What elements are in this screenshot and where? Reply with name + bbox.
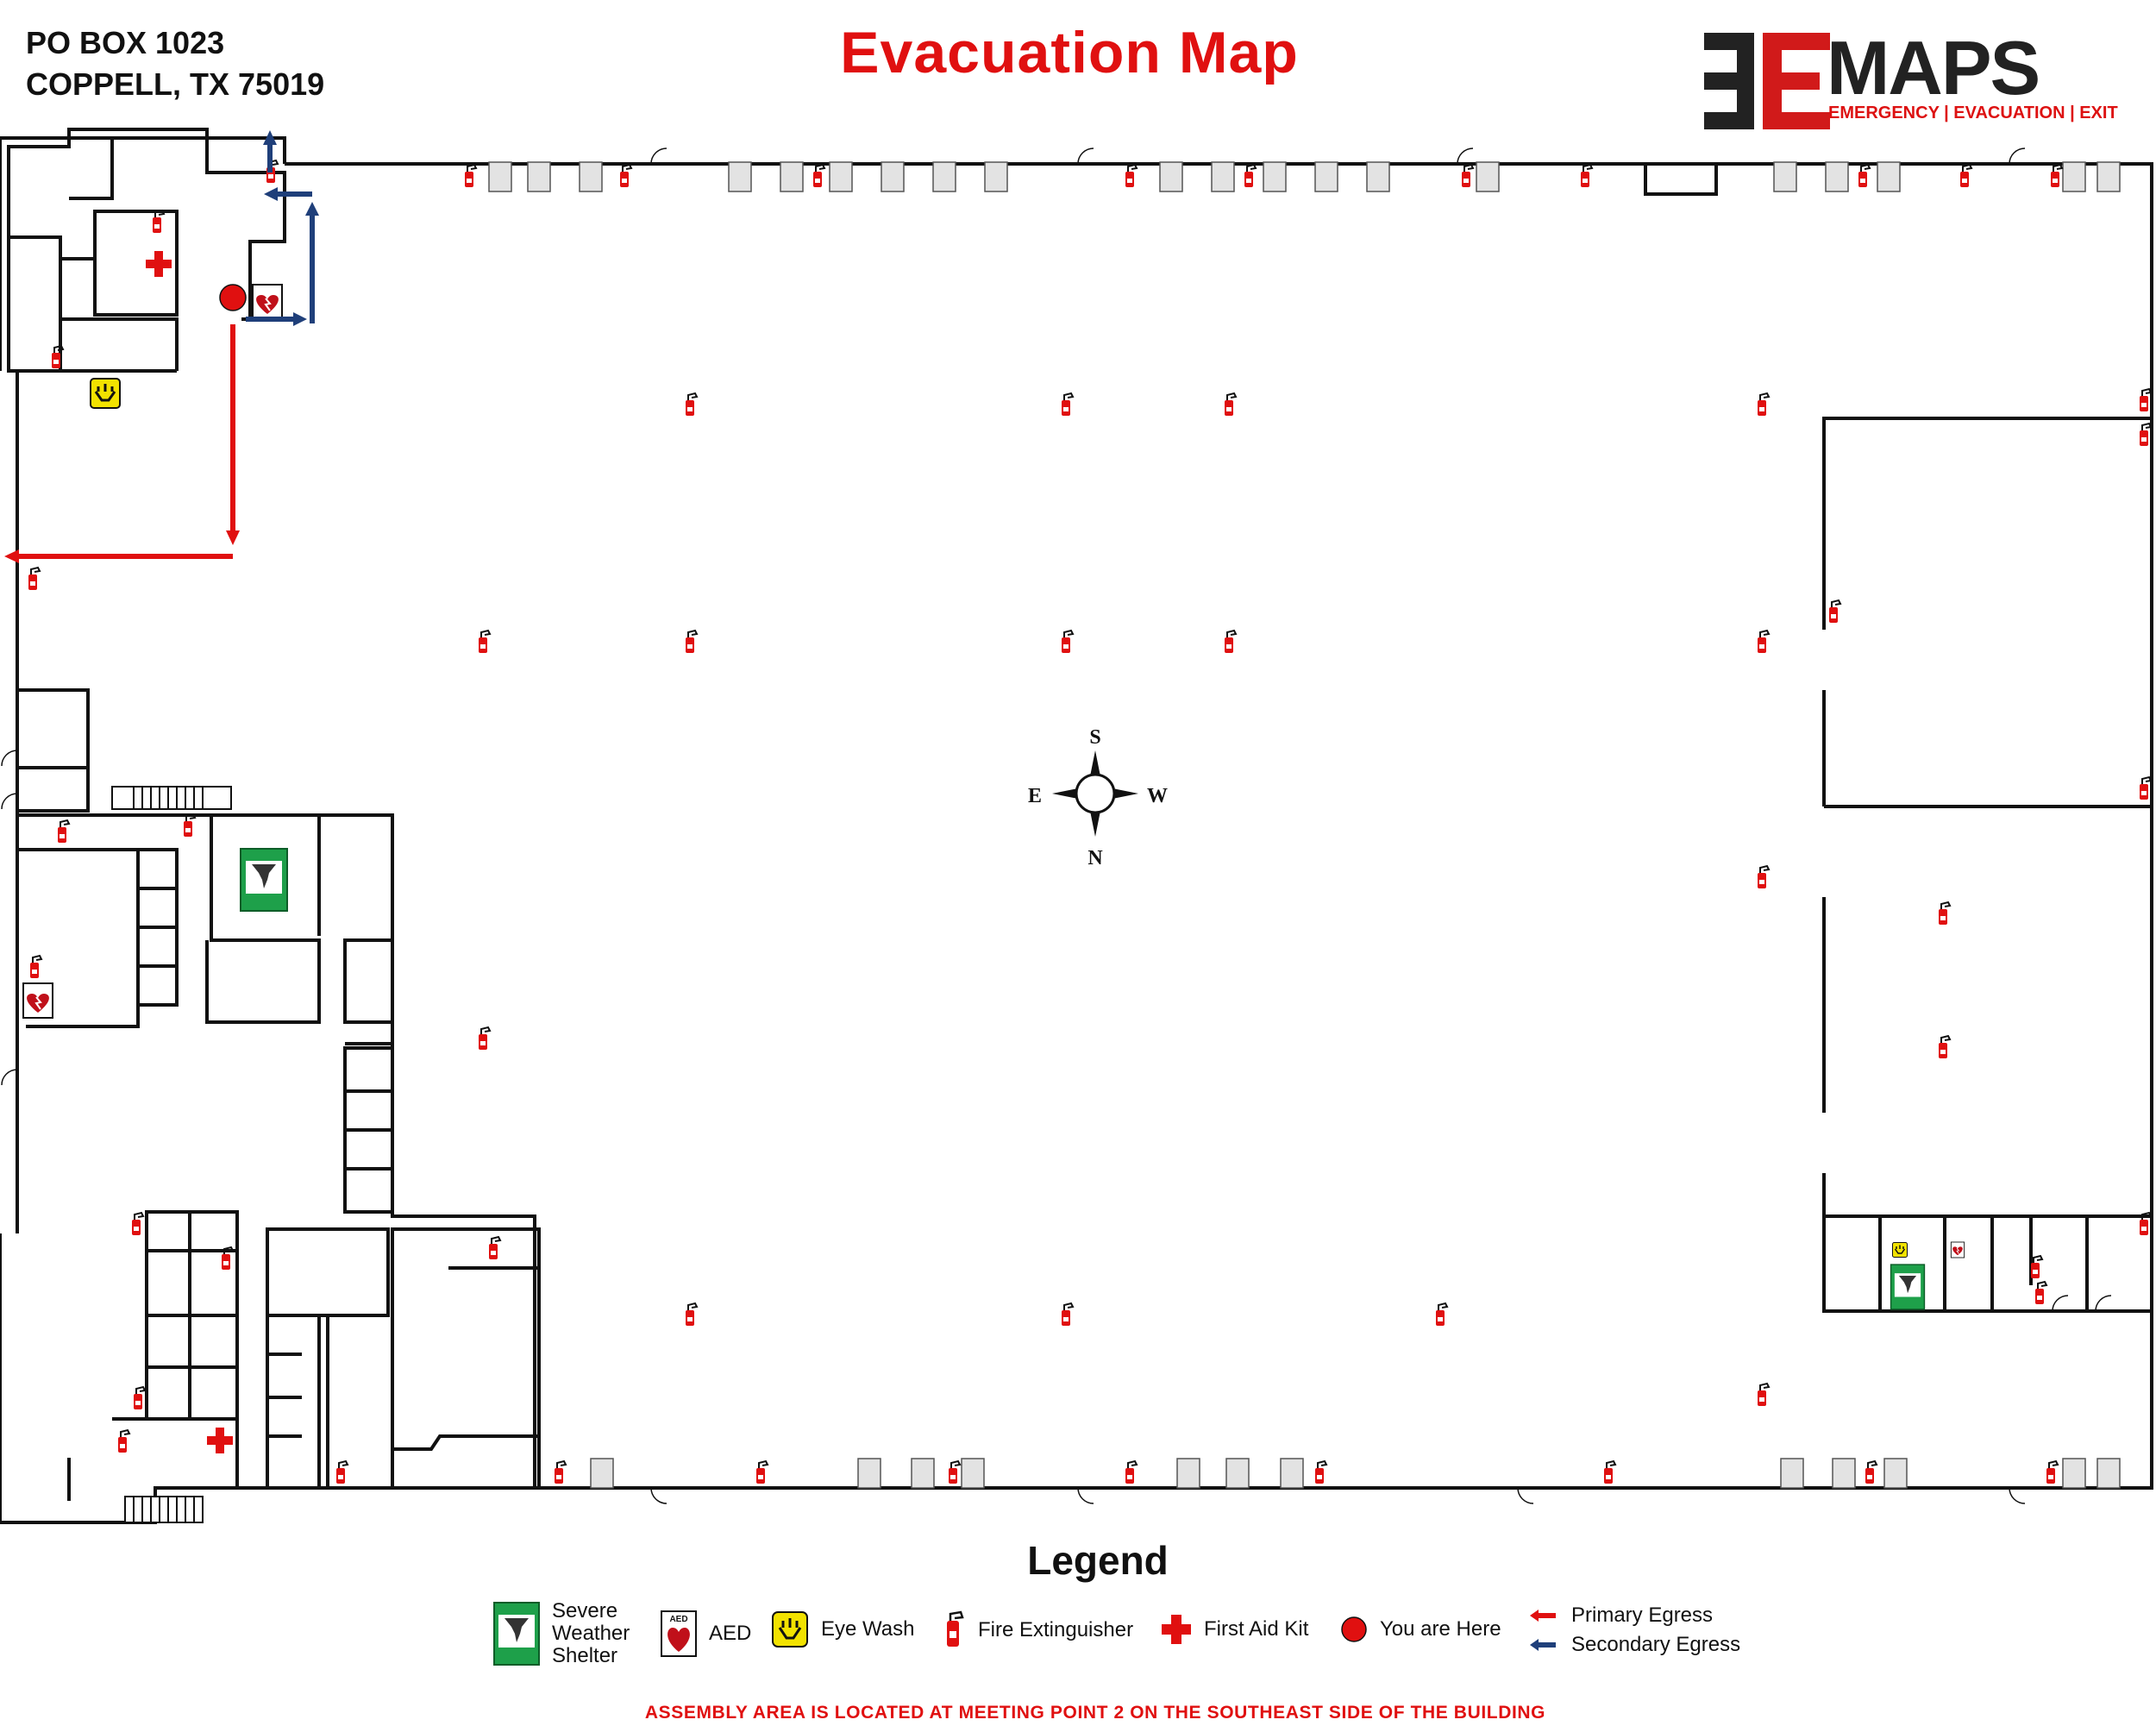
- legend-item-eye-wash: Eye Wash: [771, 1610, 914, 1648]
- legend-label-fire-extinguisher: Fire Extinguisher: [978, 1618, 1134, 1641]
- legend-item-primary-egress: Primary Egress: [1530, 1604, 1740, 1628]
- legend-item-aed: AED AED: [661, 1610, 751, 1657]
- primary-egress-arrow-icon: [1530, 1610, 1556, 1622]
- first-aid-kit-marker: [207, 1428, 233, 1453]
- legend-item-secondary-egress: Secondary Egress: [1530, 1633, 1740, 1657]
- legend-label-you-are-here: You are Here: [1380, 1617, 1501, 1641]
- legend-item-egress: Primary Egress Secondary Egress: [1530, 1604, 1740, 1657]
- legend-label-eye-wash: Eye Wash: [821, 1617, 915, 1641]
- stairs: [111, 786, 232, 1523]
- you-are-here-icon: [1341, 1616, 1367, 1642]
- legend-label-secondary-egress: Secondary Egress: [1571, 1633, 1741, 1656]
- address-block: PO BOX 1023 COPPELL, TX 75019: [26, 22, 324, 105]
- compass-label-north: N: [1087, 847, 1103, 869]
- logo-brand: MAPS: [1827, 25, 2040, 110]
- address-line-2: COPPELL, TX 75019: [26, 66, 325, 102]
- first-aid-kit-marker: [146, 251, 172, 277]
- eye-wash-marker: [89, 377, 122, 410]
- page-title: Evacuation Map: [840, 20, 1299, 85]
- aed-icon: AED: [661, 1610, 697, 1657]
- severe-weather-shelter-marker: [1890, 1264, 1926, 1310]
- legend-item-first-aid-kit: First Aid Kit: [1161, 1614, 1308, 1645]
- building-walls: [0, 128, 2153, 1524]
- legend-label-aed: AED: [709, 1622, 752, 1645]
- company-logo: MAPS EMERGENCY | EVACUATION | EXIT: [1697, 25, 2118, 133]
- compass-label-south: S: [1089, 726, 1100, 749]
- compass-label-west: W: [1147, 785, 1168, 807]
- legend-label-first-aid-kit: First Aid Kit: [1204, 1617, 1309, 1641]
- compass-rose: [1052, 750, 1138, 837]
- aed-marker: [22, 982, 53, 1019]
- legend-title: Legend: [1027, 1538, 1169, 1583]
- door-swings: [1, 147, 2112, 1504]
- severe-weather-shelter-icon: [493, 1602, 540, 1666]
- secondary-egress-route: [246, 130, 319, 326]
- eye-wash-marker: [1891, 1241, 1908, 1258]
- compass-label-east: E: [1028, 785, 1042, 807]
- legend-item-you-are-here: You are Here: [1340, 1616, 1501, 1643]
- fire-extinguisher-markers: [28, 160, 2152, 1484]
- legend-item-fire-extinguisher: Fire Extinguisher: [942, 1610, 1133, 1650]
- first-aid-kit-icon: [1162, 1615, 1191, 1644]
- aed-marker: [252, 284, 283, 320]
- eye-wash-icon: [772, 1611, 808, 1648]
- aed-icon-text: AED: [669, 1615, 687, 1624]
- you-are-here-marker: [219, 284, 247, 311]
- logo-tagline: EMERGENCY | EVACUATION | EXIT: [1828, 104, 2118, 122]
- fire-extinguisher-icon: [947, 1610, 964, 1647]
- primary-egress-route: [4, 324, 240, 563]
- severe-weather-shelter-marker: [240, 848, 288, 912]
- legend-label-severe-weather-shelter: Severe Weather Shelter: [552, 1599, 630, 1667]
- logo-mark-icon: [1704, 33, 1830, 129]
- aed-marker: [1950, 1241, 1965, 1258]
- secondary-egress-arrow-icon: [1530, 1639, 1556, 1651]
- legend: Severe Weather Shelter AED AED Eye Wash …: [0, 1600, 2156, 1678]
- address-line-1: PO BOX 1023: [26, 25, 225, 60]
- assembly-area-note: ASSEMBLY AREA IS LOCATED AT MEETING POIN…: [644, 1703, 1546, 1723]
- loading-docks: [488, 161, 2121, 1489]
- legend-item-severe-weather-shelter: Severe Weather Shelter: [493, 1600, 647, 1667]
- legend-label-primary-egress: Primary Egress: [1571, 1604, 1714, 1627]
